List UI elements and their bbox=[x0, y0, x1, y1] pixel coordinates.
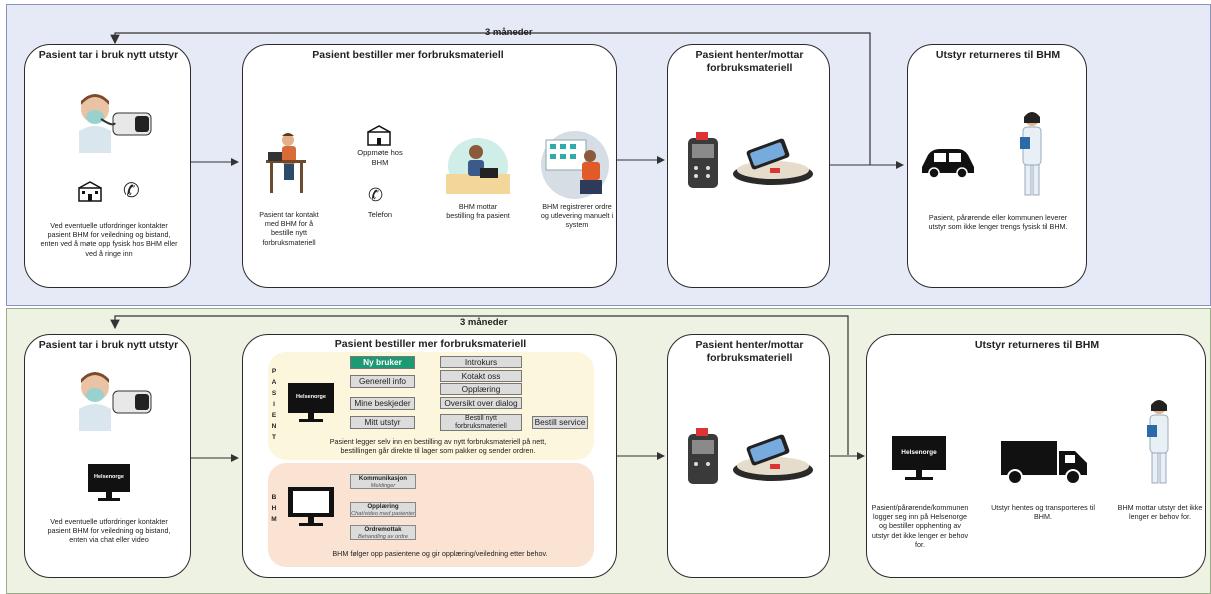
menu-intro-course: Introkurs bbox=[440, 356, 522, 368]
car-icon bbox=[922, 149, 974, 179]
patient-with-cpap-icon bbox=[79, 94, 152, 153]
option-visit-label: Oppmøte hos BHM bbox=[357, 148, 403, 167]
menu-training: Opplæring bbox=[440, 383, 522, 395]
menu-new-user: Ny bruker bbox=[350, 356, 415, 369]
helsenorge-monitor-icon bbox=[88, 464, 130, 501]
helsenorge-monitor-icon bbox=[892, 436, 946, 480]
top-card-start-equipment: Pasient tar i bruk nytt utstyr ✆ Ved eve… bbox=[24, 44, 191, 288]
supply-device-icon bbox=[688, 428, 718, 484]
bottom-card-start-equipment: Pasient tar i bruk nytt utstyr Helsenorg… bbox=[24, 334, 191, 578]
patient-with-cpap-icon bbox=[79, 372, 152, 431]
truck-icon bbox=[1001, 441, 1087, 485]
card-title: Pasient bestiller mer forbruksmateriell bbox=[312, 49, 504, 61]
caption-mid: Utstyr hentes og transporteres til BHM. bbox=[991, 503, 1095, 522]
menu-general-info: Generell info bbox=[350, 375, 415, 388]
option-phone-label: Telefon bbox=[367, 210, 393, 219]
caption-left: Pasient/pårørende/kommunen logger seg in… bbox=[871, 503, 969, 549]
patient-caption: Pasient legger selv inn en bestilling av… bbox=[329, 437, 547, 456]
menu-contact-us: Kotakt oss bbox=[440, 370, 522, 382]
card-title: Utstyr returneres til BHM bbox=[935, 49, 1061, 61]
menu-my-messages: Mine beskjeder bbox=[350, 397, 415, 410]
bhm-caption: BHM følger opp pasientene og gir opplæri… bbox=[332, 549, 548, 558]
menu-my-equipment: Mitt utstyr bbox=[350, 416, 415, 429]
bottom-card-return-equipment: Utstyr returneres til BHM Helsenorge Pas… bbox=[866, 334, 1206, 578]
caption-register: BHM registrerer ordre og utlevering manu… bbox=[540, 202, 614, 230]
bhm-monitor-icon bbox=[288, 487, 334, 526]
supply-device-icon bbox=[688, 132, 718, 188]
monitor-label: Helsenorge bbox=[94, 474, 124, 480]
card-title: Utstyr returneres til BHM bbox=[974, 339, 1100, 351]
caption-receive: BHM mottar bestilling fra pasient bbox=[446, 202, 510, 221]
card-title: Pasient henter/mottar forbruksmateriell bbox=[695, 49, 804, 74]
menu-dialog-overview: Oversikt over dialog bbox=[440, 397, 522, 409]
menu-order-service: Bestill service bbox=[532, 416, 588, 429]
person-at-desk-icon bbox=[266, 133, 306, 193]
helsenorge-monitor-icon bbox=[288, 383, 334, 422]
card-caption: Ved eventuelle utfordringer kontakter pa… bbox=[40, 221, 178, 258]
top-cycle-label: 3 måneder bbox=[485, 27, 533, 38]
hospital-icon bbox=[367, 125, 391, 146]
bottom-cycle-label: 3 måneder bbox=[460, 317, 508, 328]
nurse-icon bbox=[1020, 112, 1042, 196]
card-caption: Ved eventuelle utfordringer kontakter pa… bbox=[47, 517, 171, 545]
top-cycle-loop bbox=[110, 32, 871, 165]
phone-icon: ✆ bbox=[123, 180, 140, 202]
phone-icon: ✆ bbox=[368, 185, 384, 205]
bhm-staff-at-laptop-icon bbox=[446, 138, 510, 194]
caption-right: BHM mottar utstyr det ikke lenger er beh… bbox=[1117, 503, 1203, 522]
card-title: Pasient henter/mottar forbruksmateriell bbox=[695, 339, 804, 364]
card-title: Pasient bestiller mer forbruksmateriell bbox=[334, 338, 527, 350]
card-title: Pasient tar i bruk nytt utstyr bbox=[38, 49, 179, 61]
hospital-icon bbox=[78, 181, 102, 202]
supply-package-icon bbox=[733, 434, 813, 481]
card-caption: Pasient, pårørende eller kommunen levere… bbox=[928, 213, 1068, 232]
card-title: Pasient tar i bruk nytt utstyr bbox=[38, 339, 179, 351]
menu-order-new-supplies: Bestill nytt forbruksmateriell bbox=[440, 414, 522, 431]
supply-package-icon bbox=[733, 138, 813, 185]
monitor-label: Helsenorge bbox=[901, 449, 937, 456]
nurse-icon bbox=[1147, 400, 1169, 484]
bhm-registering-order-icon bbox=[541, 131, 609, 199]
top-card-return-equipment: Utstyr returneres til BHM Pasient, pårør… bbox=[907, 44, 1087, 288]
bottom-cycle-loop bbox=[110, 315, 849, 455]
caption-order: Pasient tar kontakt med BHM for å bestil… bbox=[259, 210, 319, 247]
monitor-label: Helsenorge bbox=[296, 394, 326, 400]
